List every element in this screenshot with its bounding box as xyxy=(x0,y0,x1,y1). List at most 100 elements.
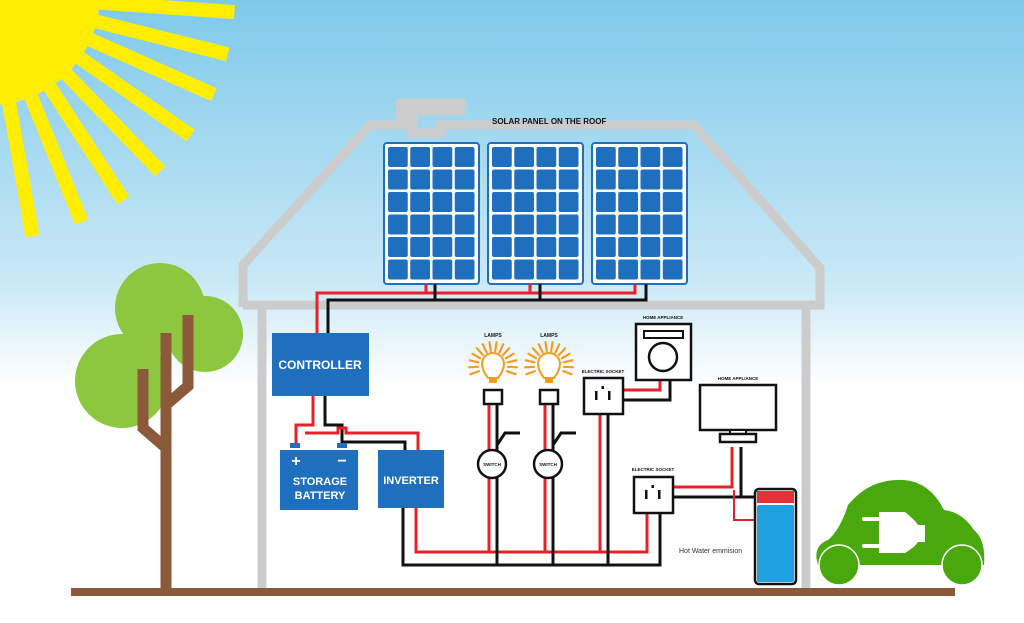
solar-cell xyxy=(536,192,557,212)
solar-cell xyxy=(536,147,557,167)
switch-1[interactable]: SWITCH xyxy=(476,448,508,480)
solar-cell xyxy=(558,214,579,235)
sun-disc xyxy=(0,0,100,105)
socket-upper-label: ELECTRIC SOCKET xyxy=(582,369,625,374)
solar-cell xyxy=(514,214,534,235)
tree-icon xyxy=(75,263,243,593)
solar-cell xyxy=(432,237,453,257)
solar-cell xyxy=(640,192,661,212)
solar-cell xyxy=(640,147,661,167)
solar-cell xyxy=(432,214,453,235)
solar-cell xyxy=(492,147,512,167)
solar-cell xyxy=(536,237,557,257)
solar-cell xyxy=(432,192,453,212)
solar-cell xyxy=(432,169,453,190)
lamp-1: LAMPS xyxy=(467,333,519,406)
chimney xyxy=(396,99,466,128)
solar-cell xyxy=(536,214,557,235)
solar-cell xyxy=(410,192,430,212)
inverter-label: INVERTER xyxy=(383,475,439,487)
solar-cell xyxy=(662,147,683,167)
lightbulb-icon xyxy=(536,352,562,379)
battery-minus-sign: − xyxy=(337,453,346,470)
solar-cell xyxy=(454,169,475,190)
electric-socket-upper: ELECTRIC SOCKET xyxy=(582,369,625,416)
tv-label: HOME APPLIANCE xyxy=(718,376,759,381)
socket-prong-left xyxy=(595,391,598,400)
solar-cell xyxy=(492,214,512,235)
solar-cell xyxy=(388,237,408,257)
lamp-rays-icon xyxy=(467,341,519,376)
socket-prong-left xyxy=(645,490,648,499)
solar-cell xyxy=(640,237,661,257)
solar-cell xyxy=(514,237,534,257)
solar-cell xyxy=(640,214,661,235)
lightbulb-icon xyxy=(480,352,506,379)
inverter-box: INVERTER xyxy=(378,450,444,508)
solar-cell xyxy=(558,192,579,212)
hot-water-tank xyxy=(753,487,798,586)
electric-car-icon xyxy=(816,479,985,586)
home-appliance-tv: HOME APPLIANCE xyxy=(698,376,778,444)
solar-panel-label: SOLAR PANEL ON THE ROOF xyxy=(492,117,606,126)
solar-cell xyxy=(514,147,534,167)
solar-cell xyxy=(596,259,616,280)
sun-ray xyxy=(69,25,217,102)
solar-cell xyxy=(596,147,616,167)
solar-cell xyxy=(662,259,683,280)
wiring xyxy=(294,284,755,567)
wire-positive-inverter xyxy=(305,426,420,450)
switch-arm-1 xyxy=(495,431,520,446)
solar-cell xyxy=(454,147,475,167)
switch-2[interactable]: SWITCH xyxy=(532,448,564,480)
solar-cell xyxy=(388,214,408,235)
solar-cell xyxy=(388,259,408,280)
wire-negative-washer xyxy=(623,380,672,402)
solar-cell xyxy=(492,259,512,280)
hot-water-label: Hot Water emmision xyxy=(679,548,742,555)
ground-line xyxy=(71,588,955,596)
plug-icon xyxy=(862,512,925,553)
solar-cell xyxy=(432,259,453,280)
solar-cell xyxy=(640,259,661,280)
switch-2-label: SWITCH xyxy=(539,462,557,467)
socket-prong-right xyxy=(608,391,611,400)
solar-cell xyxy=(432,147,453,167)
washer-drum-icon xyxy=(647,341,679,373)
socket-lower-label: ELECTRIC SOCKET xyxy=(632,467,675,472)
switch-arm-2 xyxy=(551,431,576,446)
wire-negative-inverter xyxy=(340,433,407,450)
solar-cell xyxy=(388,192,408,212)
solar-panel-1 xyxy=(383,142,480,285)
washer-panel xyxy=(643,330,684,339)
wire-negative-roof xyxy=(326,284,648,340)
sun-ray xyxy=(79,0,235,20)
solar-panels xyxy=(383,142,688,285)
lamp-socket xyxy=(482,388,504,406)
solar-cell xyxy=(492,169,512,190)
solar-cell xyxy=(454,192,475,212)
battery-label-line1: STORAGE xyxy=(293,476,347,488)
car-wheel-rear xyxy=(941,544,983,586)
lamp-socket xyxy=(538,388,560,406)
socket-ground-pin xyxy=(651,485,654,488)
solar-cell xyxy=(596,237,616,257)
solar-cell xyxy=(410,259,430,280)
wire-positive-washer xyxy=(623,380,662,392)
solar-cell xyxy=(662,169,683,190)
solar-cell xyxy=(662,237,683,257)
solar-cell xyxy=(388,147,408,167)
solar-panel-2 xyxy=(487,142,584,285)
solar-cell xyxy=(514,259,534,280)
solar-cell xyxy=(618,169,638,190)
lamp-2: LAMPS xyxy=(523,333,575,406)
solar-cell xyxy=(388,169,408,190)
sun-ray xyxy=(75,9,230,62)
lamp-1-label: LAMPS xyxy=(484,333,502,339)
solar-cell xyxy=(618,259,638,280)
solar-cell xyxy=(454,214,475,235)
sun-ray xyxy=(0,82,40,238)
solar-cell xyxy=(492,192,512,212)
solar-cell xyxy=(662,192,683,212)
